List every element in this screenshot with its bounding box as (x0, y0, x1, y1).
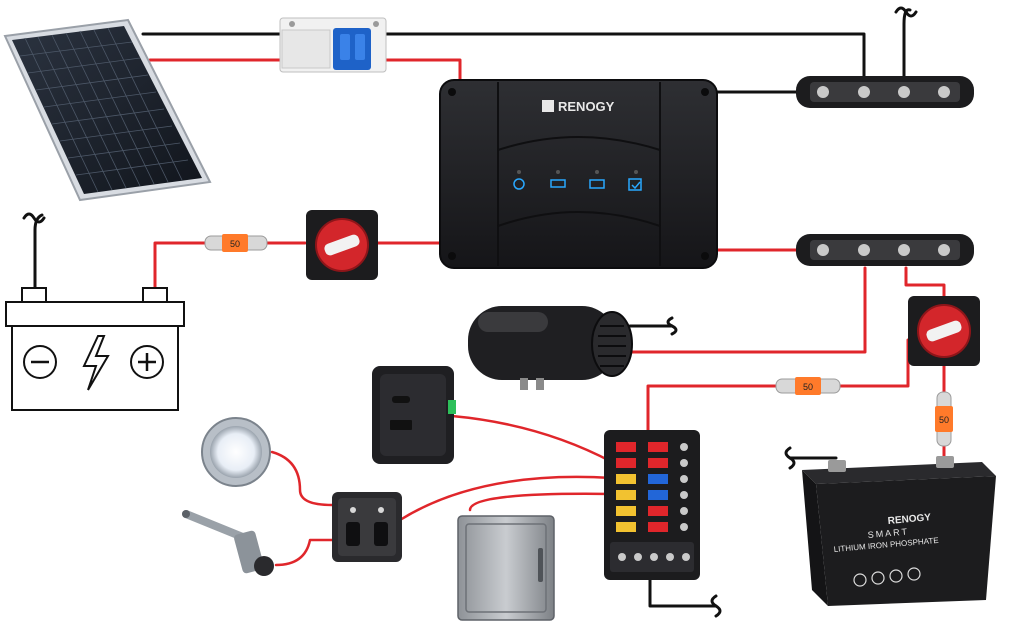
solar-status-icon (513, 178, 525, 190)
compressor-fridge (457, 515, 555, 621)
usb-a-port (390, 420, 412, 430)
usb-c-port (392, 396, 410, 403)
rocker-switch-2 (374, 522, 388, 546)
minus-icon (23, 345, 57, 379)
wire-busbar-to-battery-switch (904, 266, 946, 300)
solar-cell-grid (19, 27, 189, 193)
fuse-rating-house: 50 (803, 382, 813, 392)
lithium-battery: RENOGY SMART LITHIUM IRON PHOSPHATE (802, 456, 996, 606)
wire-busbar-to-heater (630, 266, 867, 354)
water-faucet (182, 510, 274, 576)
lithium-battery-line1: SMART (867, 526, 909, 540)
wire-fuse-block-ground (648, 578, 718, 608)
wire-neg-busbar-ground (902, 8, 912, 82)
status-leds (513, 170, 642, 191)
wire-pump-to-switch (274, 538, 334, 567)
inline-fuse-lithium: 50 (935, 391, 953, 447)
wire-inline-fuse-to-fuse-block (646, 384, 782, 438)
plus-icon (130, 345, 164, 379)
charge-controller: RENOGY (439, 79, 718, 269)
ground-squiggle-lithium (784, 446, 796, 470)
ground-squiggle-fuse (710, 594, 722, 618)
wire-fridge-to-fuse-block (468, 492, 614, 512)
wire-switchpanel-to-fuse-block (398, 475, 614, 522)
diesel-heater (468, 306, 633, 390)
wire-starter-battery-positive (153, 241, 212, 292)
usb-outlet (372, 366, 456, 464)
inline-fuse-starter: 50 (204, 234, 268, 252)
fuse-block (604, 430, 700, 580)
check-status-icon (628, 178, 642, 191)
rocker-switch-panel (332, 492, 402, 562)
controller-brand: RENOGY (558, 99, 615, 114)
battery-terminal-negative (828, 460, 846, 472)
battery-terminal-positive (936, 456, 954, 468)
lithium-battery-brand: RENOGY (887, 512, 931, 527)
fuse-rating-starter: 50 (230, 239, 240, 249)
vehicle-status-icon (550, 179, 566, 188)
busbar-negative (796, 76, 974, 108)
dc-circuit-breaker (279, 17, 387, 73)
wire-breaker-to-controller-pos (384, 58, 462, 84)
rocker-switch-1 (346, 522, 360, 546)
battery-switch-starter (306, 210, 378, 280)
wire-switch-to-fuse-inline (834, 338, 910, 388)
battery-warning-icons (853, 567, 921, 587)
inline-fuse-house: 50 (775, 377, 841, 395)
heater-grille (598, 325, 626, 367)
led-dome-light (201, 417, 271, 487)
wires (22, 6, 946, 618)
battery-switch-house (908, 296, 980, 366)
wire-light-to-switch (270, 450, 334, 507)
starter-battery (5, 287, 185, 411)
fuse-rating-lithium: 50 (939, 415, 949, 425)
wire-usb-to-fuse-block (450, 414, 614, 464)
busbar-positive (796, 234, 974, 266)
wire-breaker-to-neg-busbar (384, 32, 866, 84)
solar-panel (3, 18, 212, 202)
lightning-icon (82, 335, 110, 391)
renogy-logo-icon (542, 100, 554, 112)
ground-squiggle-heater (666, 316, 678, 336)
ground-squiggle-left (22, 212, 46, 224)
wire-starter-battery-negative (33, 213, 44, 292)
battery-status-icon (589, 179, 605, 189)
fuse-block-screws (680, 443, 688, 531)
ground-squiggle-top (894, 6, 918, 18)
fridge-handle (538, 548, 543, 582)
blade-fuses (616, 442, 668, 532)
